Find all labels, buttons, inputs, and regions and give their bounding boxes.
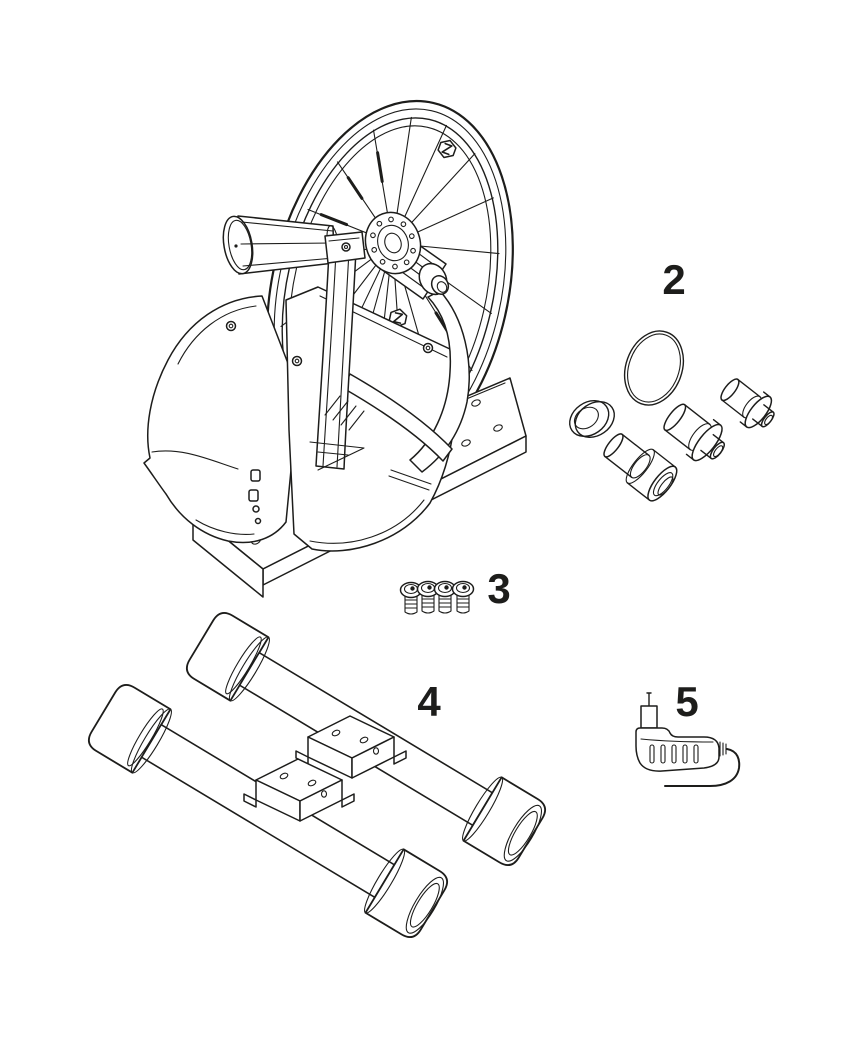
housing-side-panel — [285, 286, 457, 552]
callout-3-screw-set: 3 — [487, 565, 511, 612]
housing-latch-details — [248, 469, 262, 525]
screw — [451, 580, 475, 614]
axle-center-dot — [234, 244, 238, 248]
wheel-badge-icon — [437, 139, 457, 159]
callout-5-power-supply: 5 — [675, 678, 699, 725]
o-ring — [623, 330, 685, 406]
screw — [416, 580, 440, 614]
leg-set-illustration — [83, 607, 552, 944]
drive-housing — [143, 286, 470, 552]
plug-block — [640, 705, 658, 729]
front-leg — [83, 679, 454, 944]
hub-flange — [364, 211, 422, 275]
housing-vents — [309, 395, 432, 491]
axle-adapter-large — [603, 433, 678, 502]
screw — [433, 580, 457, 614]
adapter-kit-illustration — [569, 330, 775, 502]
callout-2-adapter-kit: 2 — [662, 256, 686, 303]
power-cable — [664, 748, 741, 787]
axle-adapter-small — [720, 378, 775, 429]
clamp-bolt — [341, 242, 351, 252]
trainer-unit-illustration — [143, 99, 527, 598]
axle-adapter-medium — [663, 403, 726, 462]
housing-support-arm — [409, 290, 470, 473]
axle-tube — [222, 215, 340, 275]
housing-band — [342, 373, 453, 462]
plug-pin — [646, 692, 652, 707]
screw-set-illustration — [399, 580, 475, 615]
callout-4-leg-set: 4 — [417, 678, 441, 725]
vent-slots — [649, 744, 699, 764]
hub-assembly — [364, 211, 450, 300]
power-supply-illustration — [635, 692, 741, 787]
strain-relief — [719, 741, 727, 757]
spacer-ring — [569, 400, 615, 438]
adapter-body — [635, 727, 720, 772]
housing-screws — [225, 320, 434, 367]
